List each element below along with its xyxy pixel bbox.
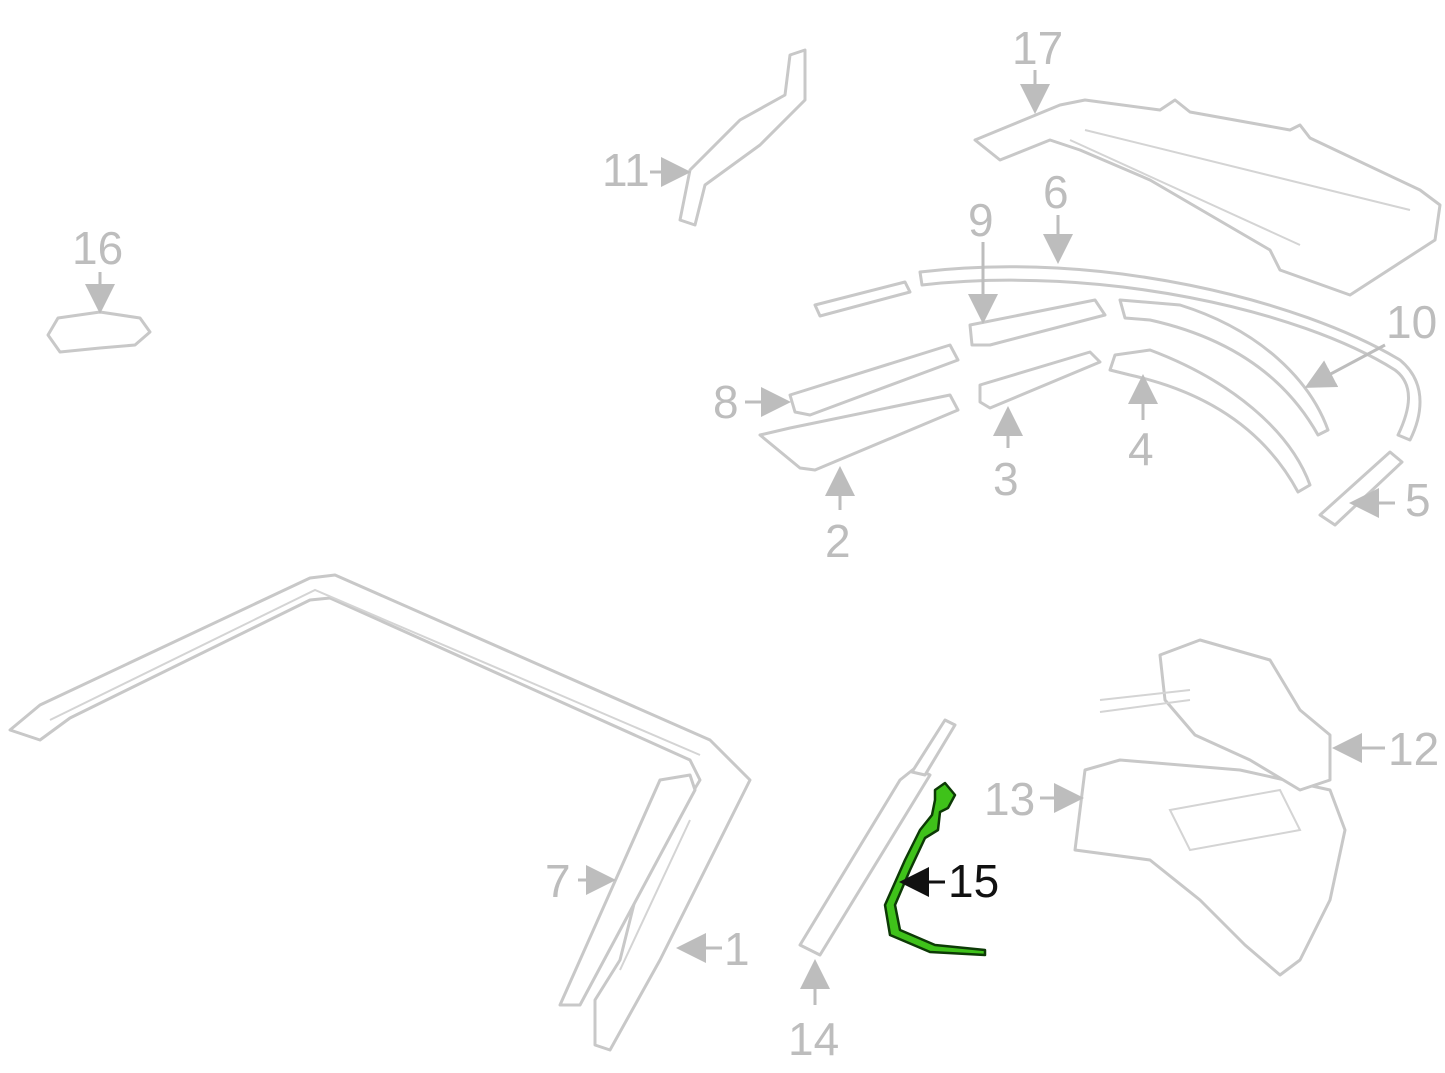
label-3: 3 bbox=[993, 453, 1019, 505]
label-15-highlighted: 15 bbox=[948, 855, 999, 907]
part-2-seal[interactable] bbox=[758, 393, 960, 472]
label-2: 2 bbox=[825, 515, 851, 567]
label-4: 4 bbox=[1128, 423, 1154, 475]
label-17: 17 bbox=[1012, 22, 1063, 74]
part-1-frame[interactable] bbox=[8, 573, 752, 1052]
part-14-strut[interactable] bbox=[798, 718, 957, 957]
part-16-clip[interactable] bbox=[46, 310, 152, 354]
part-4-seal[interactable] bbox=[1108, 348, 1312, 494]
part-7-seal[interactable] bbox=[558, 773, 697, 1007]
label-6: 6 bbox=[1043, 166, 1069, 218]
part-3-seal[interactable] bbox=[978, 350, 1102, 410]
label-13: 13 bbox=[984, 773, 1035, 825]
label-11: 11 bbox=[602, 144, 650, 196]
part-13-bracket[interactable] bbox=[1073, 758, 1347, 977]
label-8: 8 bbox=[713, 376, 739, 428]
part-6-seal[interactable] bbox=[813, 265, 1422, 442]
part-17-top-panel[interactable] bbox=[973, 98, 1442, 297]
label-12: 12 bbox=[1388, 723, 1439, 775]
label-14: 14 bbox=[788, 1013, 839, 1065]
part-8-seal[interactable] bbox=[788, 343, 960, 417]
part-9-seal[interactable] bbox=[968, 298, 1107, 347]
part-5-seal[interactable] bbox=[1318, 450, 1404, 527]
label-1: 1 bbox=[724, 923, 750, 975]
label-16: 16 bbox=[72, 222, 123, 274]
part-11-hose[interactable] bbox=[678, 48, 807, 227]
part-10-seal[interactable] bbox=[1118, 298, 1330, 437]
callout-arrows bbox=[85, 70, 1395, 1005]
label-9: 9 bbox=[968, 194, 994, 246]
label-7: 7 bbox=[545, 855, 571, 907]
label-10: 10 bbox=[1386, 296, 1437, 348]
label-5: 5 bbox=[1405, 474, 1431, 526]
part-12-pump[interactable] bbox=[1099, 638, 1332, 792]
